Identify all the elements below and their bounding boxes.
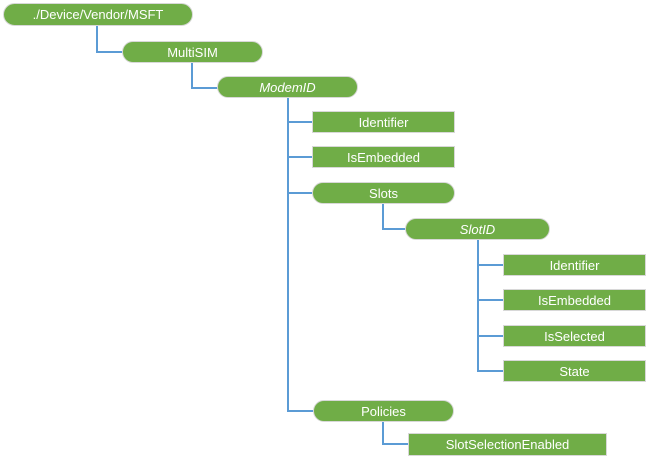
connector	[382, 443, 409, 445]
connector	[191, 63, 193, 89]
node-slotid: SlotID	[405, 218, 550, 240]
connector	[287, 121, 313, 123]
node-isselected: IsSelected	[503, 325, 646, 347]
connector	[477, 335, 504, 337]
connector	[287, 410, 314, 412]
connector	[96, 51, 123, 53]
connector	[477, 264, 504, 266]
node-policies: Policies	[313, 400, 454, 422]
node-multisim: MultiSIM	[122, 41, 263, 63]
connector	[287, 192, 313, 194]
connector	[96, 26, 98, 53]
connector	[477, 240, 479, 372]
connector	[477, 370, 504, 372]
node-state: State	[503, 360, 646, 382]
node-isembedded-slot: IsEmbedded	[503, 289, 646, 311]
connector	[477, 299, 504, 301]
node-slotselectionenabled: SlotSelectionEnabled	[408, 433, 607, 456]
connector	[382, 228, 406, 230]
node-identifier-slot: Identifier	[503, 254, 646, 276]
node-modemid: ModemID	[217, 76, 358, 98]
node-isembedded-modem: IsEmbedded	[312, 146, 455, 168]
connector	[191, 87, 218, 89]
node-root: ./Device/Vendor/MSFT	[3, 3, 193, 26]
connector	[382, 422, 384, 445]
node-slots: Slots	[312, 182, 455, 204]
node-identifier-modem: Identifier	[312, 111, 455, 133]
connector	[382, 204, 384, 230]
connector	[287, 156, 313, 158]
connector	[287, 98, 289, 412]
